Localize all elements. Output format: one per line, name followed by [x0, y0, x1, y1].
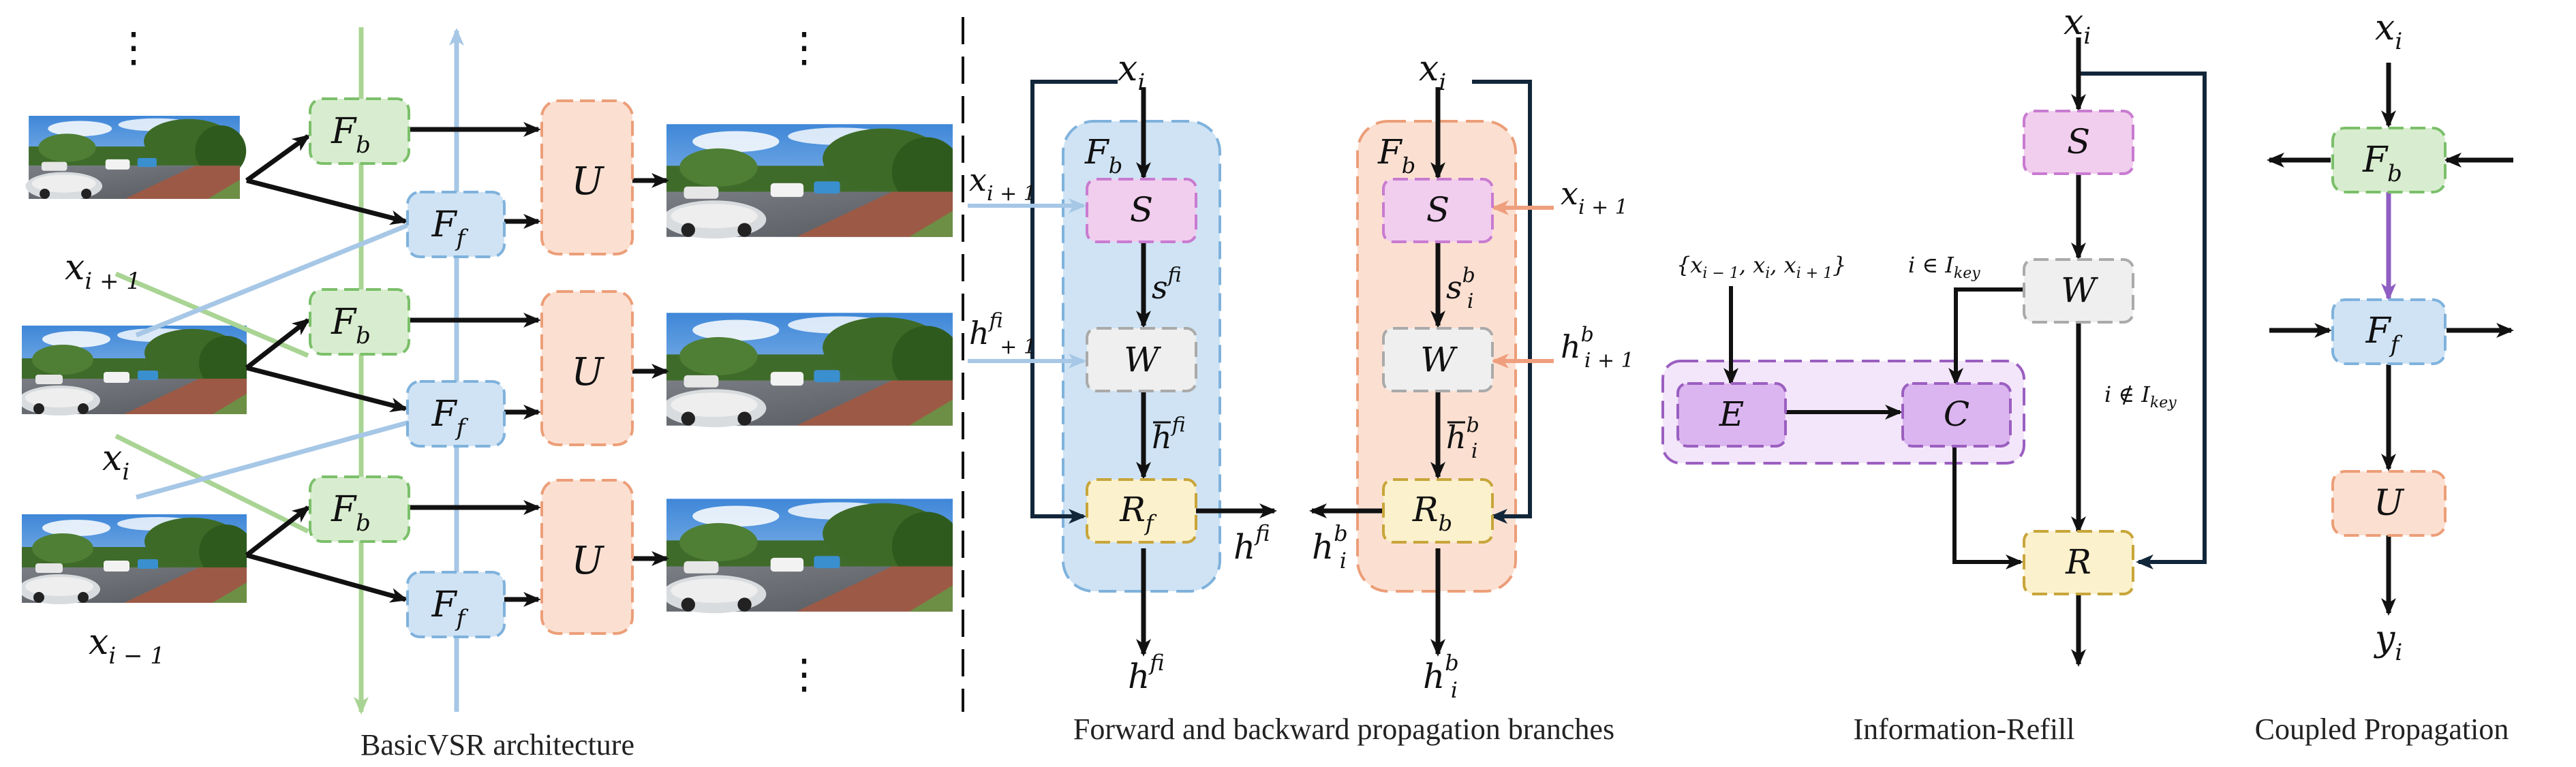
svg-text:hbi: hbi: [1446, 413, 1479, 463]
caption-basicvsr: BasicVSR architecture: [361, 728, 634, 762]
label-x-i-plus-1: xi + 1: [65, 247, 141, 295]
coupled-panel: Fb Ff U xi yi Coupled Propagation: [2255, 7, 2514, 746]
svg-text:W: W: [1124, 340, 1161, 379]
refill-s-box: S: [2023, 110, 2134, 175]
fb-box-bot: Fb: [309, 475, 410, 543]
ff-box-bot: Ff: [406, 571, 506, 638]
svg-text:hfi: hfi: [1152, 413, 1186, 456]
svg-text:E: E: [1719, 394, 1745, 434]
svg-text:S: S: [1426, 190, 1450, 230]
forward-h-side-label: hfi: [1233, 520, 1270, 567]
fb-box-top: Fb: [309, 97, 410, 165]
refill-w-box: W: [2023, 258, 2134, 324]
u-box-top: U: [540, 99, 634, 255]
coupled-ff-box: Ff: [2331, 298, 2447, 365]
refill-set-label: {xi − 1, xi, xi + 1}: [1676, 252, 1847, 282]
svg-text:Fb: Fb: [331, 302, 371, 349]
svg-text:U: U: [2374, 483, 2405, 524]
caption-refill: Information-Refill: [1853, 713, 2074, 746]
caption-coupled: Coupled Propagation: [2255, 713, 2509, 746]
svg-text:R: R: [2065, 542, 2091, 582]
svg-text:U: U: [571, 350, 604, 394]
forward-input-label: xi: [1118, 48, 1145, 96]
forward-branch: Fb S W Rf xi xi + 1 hfi + 1 sfi hfi: [968, 48, 1277, 696]
backward-s-box: S: [1382, 178, 1494, 243]
svg-text:W: W: [1420, 340, 1458, 379]
forward-s-out-label: sfi: [1152, 264, 1182, 306]
ellipsis-top-left: ⋮: [113, 24, 154, 72]
u-box-bot: U: [540, 479, 634, 635]
coupled-input-label: xi: [2375, 7, 2402, 55]
forward-hbar-label: hfi: [1152, 413, 1186, 456]
ff-box-top: Ff: [406, 191, 506, 258]
ff-box-mid: Ff: [406, 380, 506, 448]
backward-w-box: W: [1382, 327, 1494, 392]
svg-text:Fb: Fb: [331, 111, 371, 159]
coupled-output-label: yi: [2374, 619, 2402, 666]
input-frame-top: [25, 116, 247, 199]
refill-cond-out: i ∉ Ikey: [2104, 381, 2177, 411]
caption-propagation: Forward and backward propagation branche…: [1073, 713, 1614, 746]
forward-s-box: S: [1086, 178, 1197, 243]
forward-w-box: W: [1086, 327, 1197, 392]
ellipsis-top-right: ⋮: [784, 24, 825, 72]
u-box-mid: U: [540, 290, 634, 446]
input-frame-mid: [22, 326, 247, 416]
refill-r-box: R: [2023, 530, 2134, 595]
fb-box-mid: Fb: [309, 288, 410, 356]
backward-r-box: Rb: [1382, 478, 1494, 544]
info-refill-panel: S W E C R xi {xi − 1, xi, xi + 1} i ∈ Ik…: [1661, 2, 2207, 746]
basicvsr-panel: ⋮ ⋮ ⋮: [22, 24, 953, 762]
output-frame-bot: [666, 499, 953, 614]
coupled-u-box: U: [2331, 470, 2447, 537]
backward-input-label: xi: [1419, 48, 1446, 96]
forward-container-label: Fb: [1084, 132, 1122, 178]
svg-text:C: C: [1944, 394, 1969, 434]
svg-text:U: U: [571, 159, 604, 204]
forward-x-next-label: xi + 1: [969, 161, 1037, 206]
backward-container-label: Fb: [1377, 132, 1415, 178]
svg-text:S: S: [2067, 122, 2090, 161]
svg-text:W: W: [2061, 270, 2098, 310]
refill-input-label: xi: [2064, 2, 2091, 50]
input-frame-bot: [22, 514, 247, 604]
ellipsis-bottom-right: ⋮: [784, 651, 825, 698]
coupled-fb-box: Fb: [2331, 127, 2447, 193]
label-x-i-minus-1: xi − 1: [89, 622, 165, 670]
output-frame-mid: [666, 313, 953, 428]
refill-c-box: C: [1901, 382, 2012, 448]
svg-text:U: U: [571, 539, 604, 583]
refill-e-box: E: [1676, 382, 1787, 448]
refill-cond-in: i ∈ Ikey: [1908, 252, 1980, 282]
svg-text:Fb: Fb: [2362, 140, 2402, 187]
backward-x-next-label: xi + 1: [1561, 175, 1628, 219]
forward-h-out-label: hfi: [1128, 650, 1165, 696]
svg-text:Rb: Rb: [1412, 490, 1452, 536]
forward-r-box: Rf: [1086, 478, 1197, 544]
output-frame-top: [666, 124, 953, 239]
svg-text:S: S: [1130, 190, 1153, 230]
svg-text:Fb: Fb: [331, 489, 371, 537]
label-x-i: xi: [102, 438, 129, 486]
